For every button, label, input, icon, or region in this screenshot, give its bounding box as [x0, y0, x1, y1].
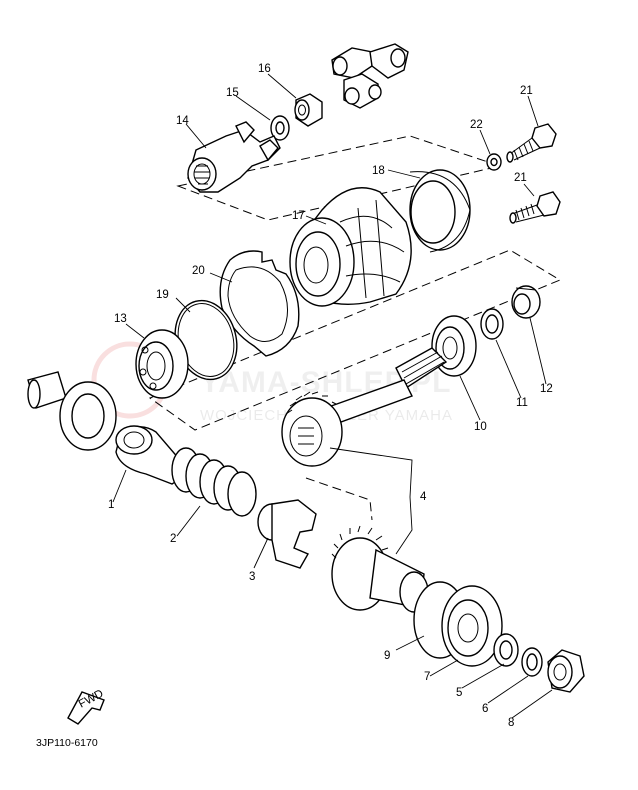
washer-15	[270, 115, 290, 141]
callout-5: 5	[456, 687, 462, 699]
callout-22: 22	[470, 119, 483, 131]
washer-22	[486, 153, 502, 171]
fwd-arrow-icon: FWD	[67, 688, 106, 725]
callout-11: 11	[516, 397, 528, 409]
group-outlines	[148, 135, 562, 521]
callout-6: 6	[482, 703, 488, 715]
callout-9: 9	[384, 650, 390, 662]
callout-2: 2	[170, 533, 176, 545]
sleeve-1	[115, 425, 183, 485]
washer-11	[480, 308, 504, 340]
callout-1: 1	[108, 499, 114, 511]
universal-joint	[331, 43, 409, 109]
callout-7: 7	[424, 671, 430, 683]
callout-12: 12	[540, 383, 553, 395]
nut-16	[294, 93, 323, 127]
seal-18	[409, 169, 471, 253]
diagram-code: 3JP110-6170	[36, 737, 98, 749]
yoke-14	[187, 121, 281, 193]
callout-10: 10	[474, 421, 487, 433]
washer-5	[493, 633, 519, 667]
leader-lines	[112, 73, 553, 719]
callout-3: 3	[249, 571, 255, 583]
callout-8: 8	[508, 717, 514, 729]
cam-3	[257, 499, 317, 569]
shim-20	[219, 250, 300, 357]
bearing-9	[413, 581, 503, 667]
callout-17: 17	[292, 210, 305, 222]
shaft-stub	[27, 371, 67, 409]
callout-20: 20	[192, 265, 205, 277]
callout-16: 16	[258, 63, 271, 75]
bolt-21-lower	[509, 191, 561, 224]
drive-gear-shaft	[281, 347, 448, 467]
collar-12	[511, 285, 541, 319]
callout-13: 13	[114, 313, 127, 325]
callout-21-lower: 21	[514, 172, 527, 184]
callout-labels: 1 2 3 4 5 6 7 8 9 10 11 12 13 14 15 16 1…	[108, 63, 553, 729]
spring-2	[171, 447, 257, 517]
lock-washer-6	[521, 647, 543, 677]
oil-seal	[59, 381, 117, 451]
callout-14: 14	[176, 115, 189, 127]
callout-21-upper: 21	[520, 85, 533, 97]
callout-4: 4	[420, 491, 427, 503]
nut-8	[547, 649, 585, 693]
callout-15: 15	[226, 87, 239, 99]
bearing-13	[135, 329, 189, 399]
callout-18: 18	[372, 165, 385, 177]
callout-19: 19	[156, 289, 169, 301]
housing-17	[289, 187, 412, 307]
oring-19	[174, 299, 238, 381]
driven-gear	[331, 525, 429, 613]
bolt-21-upper	[506, 123, 557, 163]
